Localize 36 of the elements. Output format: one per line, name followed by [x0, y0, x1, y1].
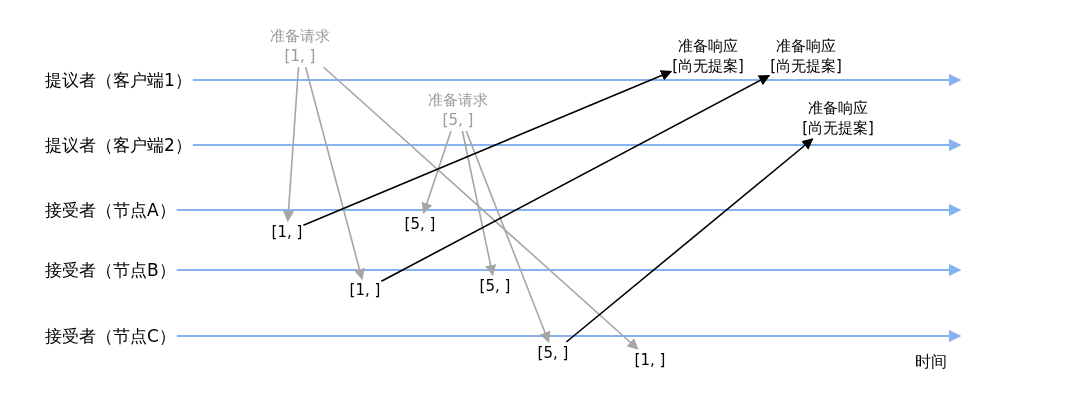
- participant-label: 提议者（客户端1）: [45, 70, 192, 90]
- value-label: [1, ]: [349, 280, 381, 300]
- message-label: [5, ]: [441, 110, 475, 130]
- message-arrow: [322, 66, 639, 350]
- participant-label: 接受者（节点B）: [45, 260, 176, 280]
- message-label: 准备响应: [807, 98, 869, 118]
- message-arrow: [421, 130, 452, 215]
- message-arrow: [302, 70, 673, 226]
- timeline-arrow: [176, 329, 962, 343]
- participant-label: 接受者（节点A）: [45, 200, 176, 220]
- value-label: [1, ]: [271, 222, 303, 242]
- value-label: [5, ]: [404, 214, 436, 234]
- message-label: 准备请求: [270, 26, 330, 46]
- message-arrow: [461, 130, 497, 277]
- participant-label: 提议者（客户端2）: [45, 135, 192, 155]
- message-label: [尚无提案]: [672, 56, 744, 76]
- message-arrow: [282, 66, 300, 223]
- value-label: [1, ]: [634, 350, 666, 370]
- message-arrow: [304, 66, 365, 281]
- message-arrow: [565, 138, 814, 343]
- message-label: 准备响应: [677, 36, 739, 56]
- participant-label: 接受者（节点C）: [45, 326, 176, 346]
- timeline-arrow: [175, 203, 962, 217]
- timeline-arrow: [191, 138, 962, 152]
- timeline-arrow: [175, 263, 962, 277]
- timeline-arrow: [191, 73, 962, 87]
- axis-label: 时间: [915, 352, 947, 372]
- message-label: 准备响应: [775, 36, 837, 56]
- message-arrow: [380, 74, 771, 283]
- message-label: [尚无提案]: [802, 118, 874, 138]
- value-label: [5, ]: [537, 343, 569, 363]
- value-label: [5, ]: [479, 276, 511, 296]
- message-label: [尚无提案]: [770, 56, 842, 76]
- message-label: 准备请求: [428, 90, 488, 110]
- message-label: [1, ]: [283, 46, 317, 66]
- message-arrow: [465, 130, 551, 344]
